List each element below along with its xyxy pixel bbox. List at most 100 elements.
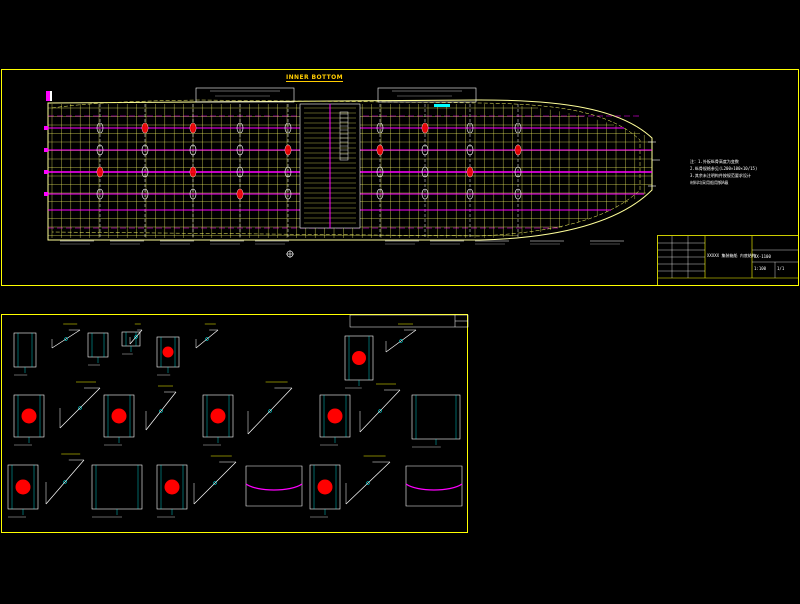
- bracket-node: [213, 481, 217, 485]
- manhole-outline: [96, 144, 104, 156]
- bracket-node: [78, 406, 82, 410]
- manhole-cutouts: [44, 122, 522, 200]
- lower-sheet-corner-box: [349, 314, 469, 328]
- bracket-diagonal: [145, 391, 177, 431]
- detail-bracket: [145, 385, 177, 431]
- bracket-diagonal: [385, 329, 417, 353]
- detail-hull-section: [245, 465, 303, 507]
- hull-section-frame: [245, 465, 303, 507]
- detail-bracket: [45, 453, 85, 505]
- title-block-project: XXXXX 集装箱船 内底结构: [707, 253, 756, 258]
- bracket-diagonal: [247, 387, 293, 435]
- title-block: [657, 235, 799, 286]
- detail-bracket: [193, 455, 237, 505]
- girder-marker: [44, 192, 48, 196]
- upper-label-box-1: [195, 87, 295, 103]
- bracket-node: [205, 337, 209, 341]
- drawing-title: INNER BOTTOM: [286, 74, 343, 82]
- bracket-diagonal: [359, 389, 401, 433]
- bracket-diagonal: [51, 329, 81, 349]
- detail-section: [411, 394, 461, 448]
- detail-frame: [13, 332, 37, 368]
- cutout-fill: [515, 145, 521, 155]
- detail-bracket: [129, 323, 143, 345]
- bracket-diagonal: [129, 329, 143, 345]
- cutout-fill: [285, 145, 291, 155]
- manhole-outline: [236, 144, 244, 156]
- hull-section-frame: [405, 465, 463, 507]
- lower-sheet-border: [1, 314, 468, 533]
- hull-outline: [47, 99, 653, 241]
- cutout-fill: [377, 145, 383, 155]
- note-line-2: 2.纵骨规格参见(L200×100×10/15): [690, 166, 758, 171]
- manhole-outline: [466, 144, 474, 156]
- detail-cutout: [162, 346, 174, 358]
- cutout-fill: [422, 123, 428, 133]
- bracket-node: [378, 409, 382, 413]
- manhole-outline: [376, 188, 384, 200]
- detail-section: [202, 394, 234, 446]
- detail-frame: [411, 394, 461, 440]
- detail-section: [91, 464, 143, 518]
- frame-marker: [46, 91, 50, 101]
- manhole-outline: [284, 166, 292, 178]
- detail-bracket: [195, 323, 219, 349]
- upper-label-box-2: [377, 87, 477, 103]
- cutout-fill: [467, 167, 473, 177]
- manhole-outline: [421, 188, 429, 200]
- bracket-node: [134, 335, 138, 339]
- section-symbol: [286, 250, 294, 258]
- inner-bottom-plan: [44, 87, 660, 258]
- detail-hull-section: [405, 465, 463, 507]
- detail-section: [87, 332, 109, 366]
- detail-frame: [121, 331, 141, 347]
- manhole-outline: [236, 166, 244, 178]
- detail-bracket: [51, 323, 81, 349]
- bracket-diagonal: [193, 461, 237, 505]
- center-bulkhead-detail: [299, 103, 450, 229]
- manhole-outline: [514, 188, 522, 200]
- manhole-outline: [284, 188, 292, 200]
- manhole-outline: [421, 144, 429, 156]
- bracket-diagonal: [45, 459, 85, 505]
- bracket-node: [366, 481, 370, 485]
- cyan-marker: [434, 104, 450, 107]
- upper-sheet-border: [1, 69, 799, 286]
- detail-section: [344, 335, 374, 389]
- manhole-outline: [189, 188, 197, 200]
- bracket-node: [63, 480, 67, 484]
- cutout-fill: [142, 123, 148, 133]
- cutout-fill: [237, 189, 243, 199]
- note-line-3: 3.其余未注明构件按规范要求设计: [690, 173, 751, 178]
- note-line-1: 注：1.外板纵骨高度为变数: [690, 159, 739, 164]
- cutout-fill: [97, 167, 103, 177]
- detail-cutout: [164, 479, 180, 495]
- title-block-scale: 1:100: [754, 266, 767, 271]
- hull-section-curve: [405, 483, 463, 491]
- cutout-fill: [190, 123, 196, 133]
- detail-cutout: [21, 408, 37, 424]
- manhole-outline: [421, 166, 429, 178]
- manhole-outline: [514, 122, 522, 134]
- bracket-node: [64, 337, 68, 341]
- detail-section: [156, 336, 180, 376]
- manhole-outline: [466, 188, 474, 200]
- manhole-outline: [141, 166, 149, 178]
- detail-bracket: [385, 323, 417, 353]
- bow-marker: [648, 141, 660, 187]
- detail-section: [309, 464, 341, 518]
- hull-outline-inner: [51, 99, 641, 237]
- bracket-diagonal: [345, 461, 391, 505]
- detail-bracket: [359, 383, 401, 433]
- bottom-dimension-labels: [60, 90, 624, 245]
- bracket-node: [268, 409, 272, 413]
- title-block-drawing-no: XX-1100: [754, 254, 771, 259]
- manhole-outline: [141, 144, 149, 156]
- girder-marker: [44, 170, 48, 174]
- detail-section: [121, 331, 141, 355]
- manhole-outline: [141, 188, 149, 200]
- detail-section: [7, 464, 39, 518]
- manhole-outline: [284, 122, 292, 134]
